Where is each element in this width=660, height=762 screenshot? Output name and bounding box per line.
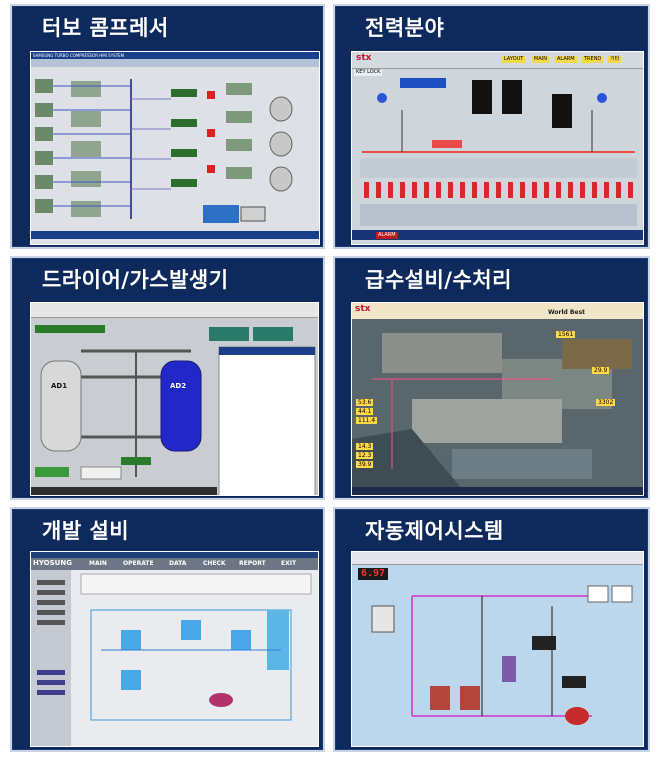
water-screenshot: stx World Best 53.6 44.1 111.4 14.3 12.3… — [351, 302, 644, 496]
panel-title: 터보 콤프레서 — [42, 16, 169, 40]
tab-layout[interactable]: LAYOUT — [502, 56, 526, 63]
shot-titlebar — [31, 552, 318, 558]
panel-turbo-compressor: 터보 콤프레서 SAMSUNG TURBO COMPRESSOR HMI SYS… — [10, 4, 325, 249]
panel-title: 드라이어/가스발생기 — [42, 268, 229, 292]
slogan: World Best — [548, 309, 586, 316]
dryer-screenshot: AD1 AD2 — [30, 302, 319, 496]
panel-title: 개발 설비 — [42, 519, 130, 543]
readout-1: 53.6 — [356, 399, 374, 406]
tank-ad2-label: AD2 — [170, 382, 187, 390]
panel-power: 전력분야 stx LAYOUT MAIN ALARM TREND 기타 KEY … — [333, 4, 650, 249]
tab-data[interactable]: DATA — [169, 560, 187, 567]
readout-3: 111.4 — [356, 417, 378, 424]
readout-5: 12.3 — [356, 452, 374, 459]
tab-exit[interactable]: EXIT — [281, 560, 297, 567]
development-screenshot: HYOSUNG MAIN OPERATE DATA CHECK REPORT E… — [30, 551, 319, 747]
alarm-status: ALARM — [376, 232, 398, 239]
shot-topbar: stx World Best — [352, 303, 643, 319]
power-diagram — [352, 78, 643, 240]
control-diagram — [371, 585, 633, 725]
tab-main[interactable]: MAIN — [89, 560, 107, 567]
automatic-control-screenshot: 6.97 — [351, 551, 644, 747]
panel-title: 자동제어시스템 — [365, 519, 504, 543]
readout-9: 29.9 — [592, 367, 610, 374]
readout-4: 14.3 — [356, 443, 374, 450]
tab-operate[interactable]: OPERATE — [123, 560, 154, 567]
shipyard-map — [352, 319, 643, 495]
tab-main[interactable]: MAIN — [532, 56, 549, 63]
digital-readout: 6.97 — [358, 568, 389, 580]
tab-report[interactable]: REPORT — [239, 560, 266, 567]
brand-logo: HYOSUNG — [33, 559, 72, 567]
turbo-compressor-screenshot: SAMSUNG TURBO COMPRESSOR HMI SYSTEM — [30, 51, 320, 245]
panel-automatic-control: 자동제어시스템 6.97 — [333, 507, 650, 752]
turbo-compressor-diagram — [31, 79, 319, 239]
readout-6: 39.9 — [356, 461, 374, 468]
panel-water-treatment: 급수설비/수처리 stx World Best 53.6 44.1 111.4 … — [333, 256, 650, 500]
panel-dryer-gas: 드라이어/가스발생기 AD1 AD2 — [10, 256, 325, 500]
brand-logo: stx — [356, 53, 372, 63]
tab-alarm[interactable]: ALARM — [555, 56, 577, 63]
dryer-diagram — [31, 325, 316, 495]
panel-title: 전력분야 — [365, 16, 445, 40]
tab-trend[interactable]: TREND — [582, 56, 604, 63]
shot-header: SAMSUNG TURBO COMPRESSOR HMI SYSTEM — [31, 52, 319, 59]
power-screenshot: stx LAYOUT MAIN ALARM TREND 기타 KEY LOCK — [351, 51, 644, 245]
readout-7: 1561 — [556, 331, 576, 338]
tab-check[interactable]: CHECK — [203, 560, 226, 567]
key-lock-label: KEY LOCK — [354, 69, 383, 76]
tab-etc[interactable]: 기타 — [608, 56, 622, 63]
readout-2: 44.1 — [356, 408, 374, 415]
shot-topbar: stx LAYOUT MAIN ALARM TREND 기타 — [352, 52, 643, 69]
panel-development: 개발 설비 HYOSUNG MAIN OPERATE DATA CHECK RE… — [10, 507, 325, 752]
shot-menubar: HYOSUNG MAIN OPERATE DATA CHECK REPORT E… — [31, 558, 318, 570]
shot-header — [31, 303, 318, 318]
development-diagram — [31, 570, 312, 746]
panel-title: 급수설비/수처리 — [365, 268, 512, 292]
shot-toolbar — [31, 59, 319, 67]
shot-topbar — [352, 552, 643, 565]
tank-ad1-label: AD1 — [51, 382, 68, 390]
brand-logo: stx — [355, 304, 371, 314]
readout-8: 3302 — [596, 399, 616, 406]
